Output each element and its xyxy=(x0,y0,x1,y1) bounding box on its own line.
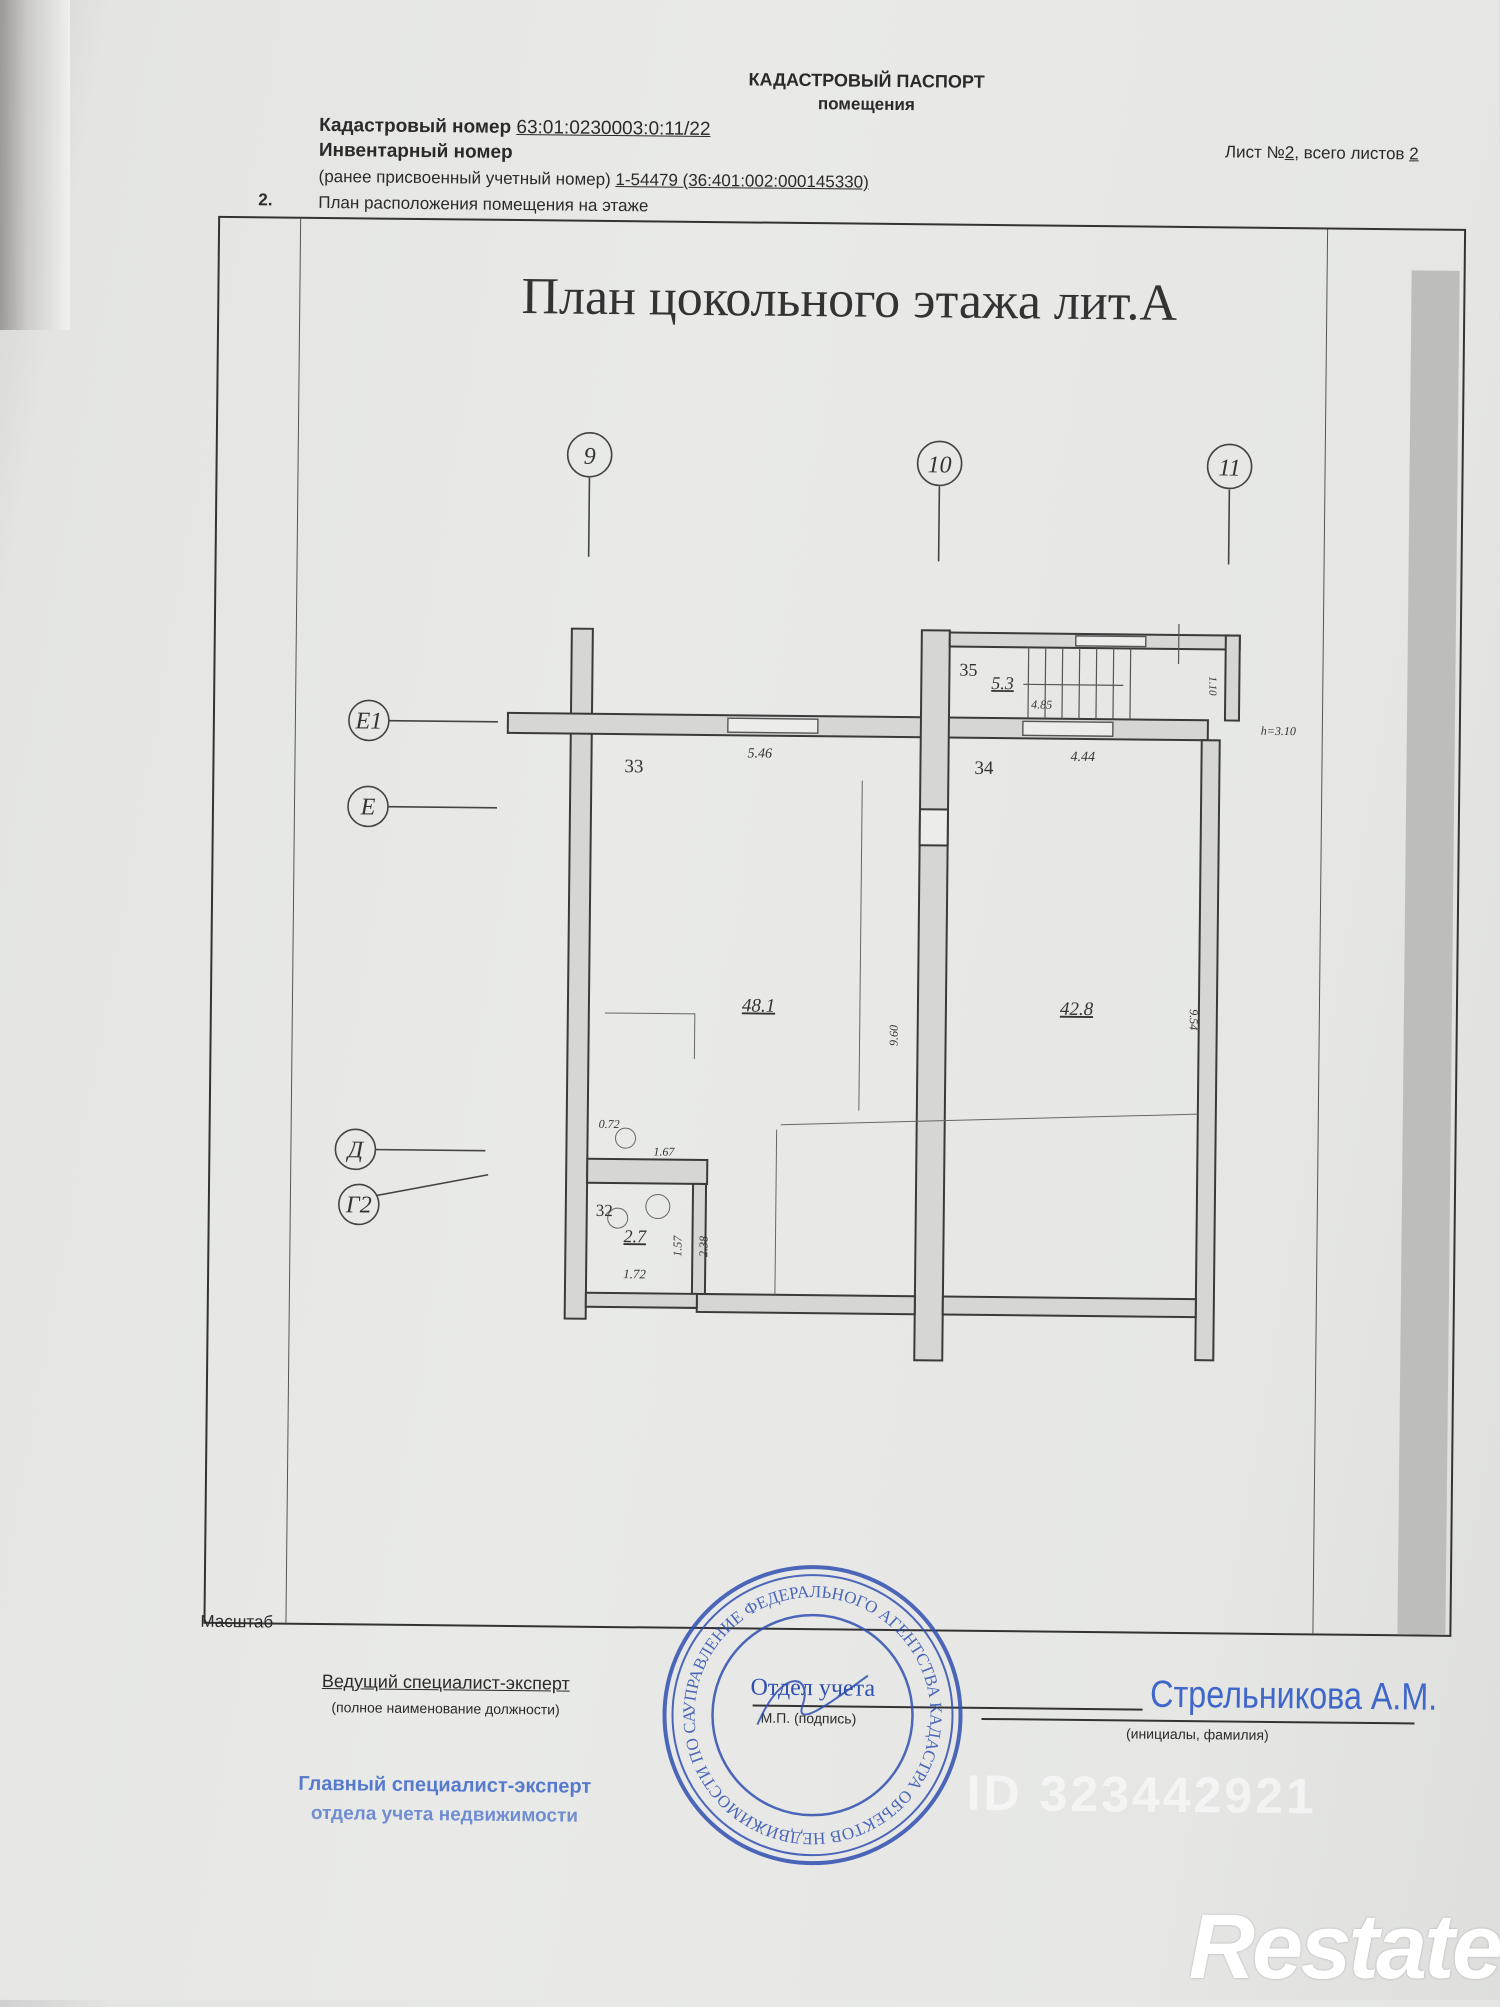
dim-1-10: 1.10 xyxy=(1206,676,1218,696)
position-caption: (полное наименование должности) xyxy=(331,1699,559,1717)
signer-name: Стрельникова А.М. xyxy=(1150,1674,1438,1720)
dim-2-38: 2.38 xyxy=(696,1236,710,1257)
axis-g2-label: Г2 xyxy=(345,1192,372,1218)
blue-stamp-line2: отдела учета недвижимости xyxy=(311,1803,578,1828)
floor-plan: 33 5.46 34 4.44 35 5.3 4.85 1.10 h=3.10 … xyxy=(0,0,1500,1707)
room-33-label: 33 xyxy=(624,756,643,777)
official-seal: УПРАВЛЕНИЕ ФЕДЕРАЛЬНОГО АГЕНТСТВА КАДАСТ… xyxy=(651,1554,974,1877)
axis-e-label: Е xyxy=(360,794,376,820)
axis-g2-line xyxy=(376,1174,488,1197)
dim-4-85: 4.85 xyxy=(1031,697,1052,711)
dim-1-67: 1.67 xyxy=(653,1144,675,1158)
axis-e-line xyxy=(388,807,497,808)
dim-9-54: 9.54 xyxy=(1187,1009,1201,1030)
dim-0-72: 0.72 xyxy=(599,1117,620,1131)
room-34-label: 34 xyxy=(974,758,994,779)
axis-10-line xyxy=(939,486,940,561)
signer-position: Ведущий специалист-эксперт xyxy=(322,1671,570,1695)
axis-11-label: 11 xyxy=(1218,455,1240,481)
axis-e1-line xyxy=(389,721,498,722)
axis-10-label: 10 xyxy=(927,452,951,478)
signer-caption: (инициалы, фамилия) xyxy=(1126,1725,1269,1742)
seal-center-text: Отдел учета xyxy=(750,1675,875,1702)
axis-d-label: Д xyxy=(346,1137,365,1163)
dim-1-72: 1.72 xyxy=(623,1266,646,1281)
room-32-area: 2.7 xyxy=(623,1226,647,1246)
blue-stamp-line1: Главный специалист-эксперт xyxy=(298,1773,591,1799)
room-35-area: 5.3 xyxy=(991,673,1014,693)
ceiling-height: h=3.10 xyxy=(1261,724,1296,738)
axis-9-line xyxy=(589,478,590,557)
room-35-label: 35 xyxy=(959,660,977,680)
dim-9-60: 9.60 xyxy=(887,1025,901,1046)
axis-9-label: 9 xyxy=(584,444,596,470)
room-34-area: 42.8 xyxy=(1060,999,1094,1020)
axis-11-line xyxy=(1229,489,1230,564)
scale-label: Масштаб xyxy=(200,1612,273,1633)
name-line xyxy=(981,1718,1414,1725)
dim-5-46: 5.46 xyxy=(747,746,772,761)
walls xyxy=(501,626,1240,1364)
listing-id-watermark: ID 323442921 xyxy=(966,1764,1317,1826)
dim-4-44: 4.44 xyxy=(1070,750,1095,765)
restate-logo: Restate xyxy=(1189,1895,1500,2000)
room-32-label: 32 xyxy=(596,1201,613,1220)
axis-d-line xyxy=(375,1150,485,1151)
dim-1-57: 1.57 xyxy=(670,1235,684,1257)
axis-e1-label: Е1 xyxy=(354,708,382,734)
room-33-area: 48.1 xyxy=(742,995,775,1016)
